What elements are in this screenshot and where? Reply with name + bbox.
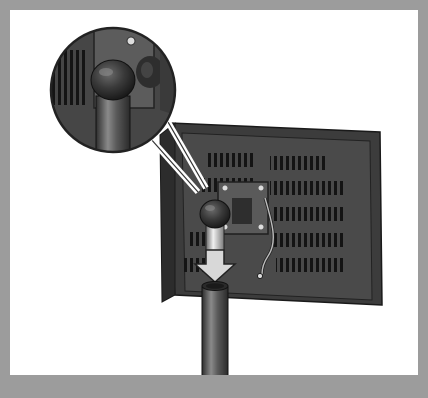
- stand-pole: [202, 282, 228, 376]
- monitor-back: [160, 123, 382, 305]
- illustration-panel: [10, 10, 418, 375]
- mount-illustration: [10, 10, 418, 375]
